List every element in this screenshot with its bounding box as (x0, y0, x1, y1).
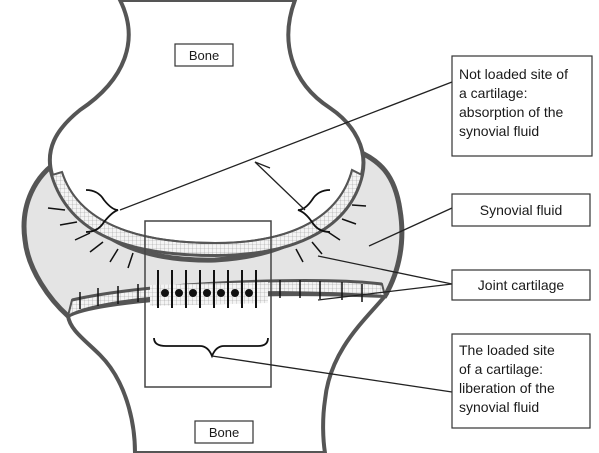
loaded-line-4: synovial fluid (459, 399, 539, 415)
synovial-fluid-text: Synovial fluid (480, 202, 563, 218)
not-loaded-line-3: absorption of the (459, 104, 564, 120)
loaded-line-2: of a cartilage: (459, 361, 543, 377)
loaded-line-3: liberation of the (459, 380, 555, 396)
synovial-fluid-label-box: Synovial fluid (452, 194, 590, 226)
joint-cartilage-label-box: Joint cartilage (452, 270, 590, 300)
bone-top-text: Bone (189, 48, 219, 63)
joint-cartilage-text: Joint cartilage (478, 277, 565, 293)
bone-bottom-text: Bone (209, 425, 239, 440)
not-loaded-label-box: Not loaded site of a cartilage: absorpti… (452, 56, 592, 156)
loaded-label-box: The loaded site of a cartilage: liberati… (452, 334, 590, 428)
loaded-line-1: The loaded site (459, 342, 555, 358)
not-loaded-line-2: a cartilage: (459, 85, 527, 101)
bone-bottom-label: Bone (195, 421, 253, 443)
not-loaded-line-4: synovial fluid (459, 123, 539, 139)
not-loaded-line-1: Not loaded site of (459, 66, 568, 82)
bone-top-label: Bone (175, 44, 233, 66)
